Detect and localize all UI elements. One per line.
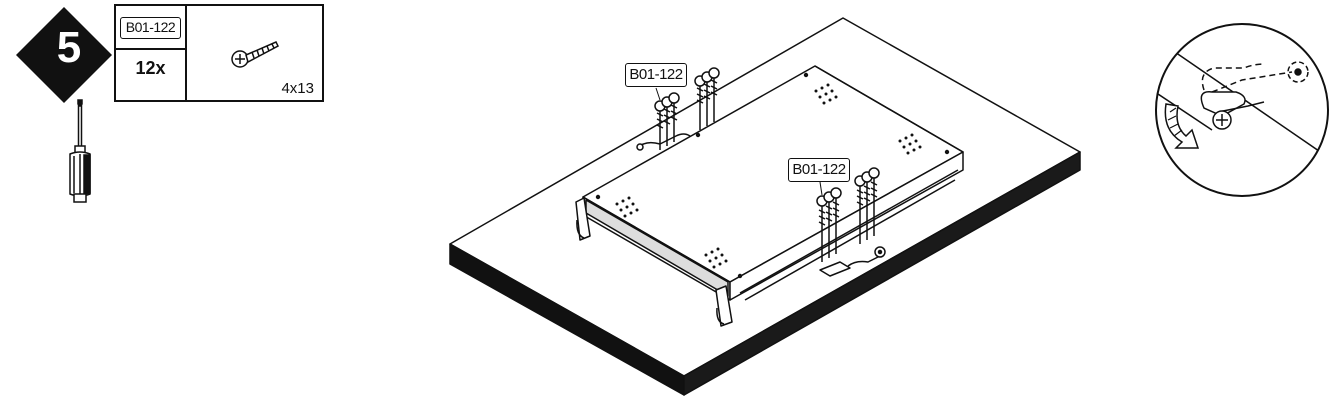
part-code: B01-122 [120, 17, 181, 39]
step-number: 5 [56, 23, 82, 72]
screw-group-left [654, 67, 720, 150]
screw-group-right [816, 167, 880, 262]
assembly-drawing [449, 17, 1081, 396]
part-quantity: 12x [135, 58, 166, 78]
callout-label-right: B01-122 [788, 158, 850, 182]
clip-left [637, 133, 691, 149]
right-rail [729, 151, 964, 301]
parts-table: B01-122 12x 4x13 [114, 4, 324, 102]
panel-edge-right [683, 151, 1081, 396]
step-diamond-icon [16, 7, 112, 103]
detail-circle [1155, 23, 1329, 197]
bracket-left [575, 197, 591, 241]
screw-icon [231, 41, 279, 68]
rotate-arrow-icon [1164, 103, 1200, 149]
clip-right [847, 255, 881, 267]
parts-left-column: B01-122 12x [116, 6, 187, 100]
bracket-front [715, 285, 733, 327]
callout-label-left: B01-122 [625, 63, 687, 87]
part-code-cell: B01-122 [116, 6, 185, 50]
part-size: 4x13 [281, 80, 314, 97]
screwdriver-icon [69, 99, 91, 203]
